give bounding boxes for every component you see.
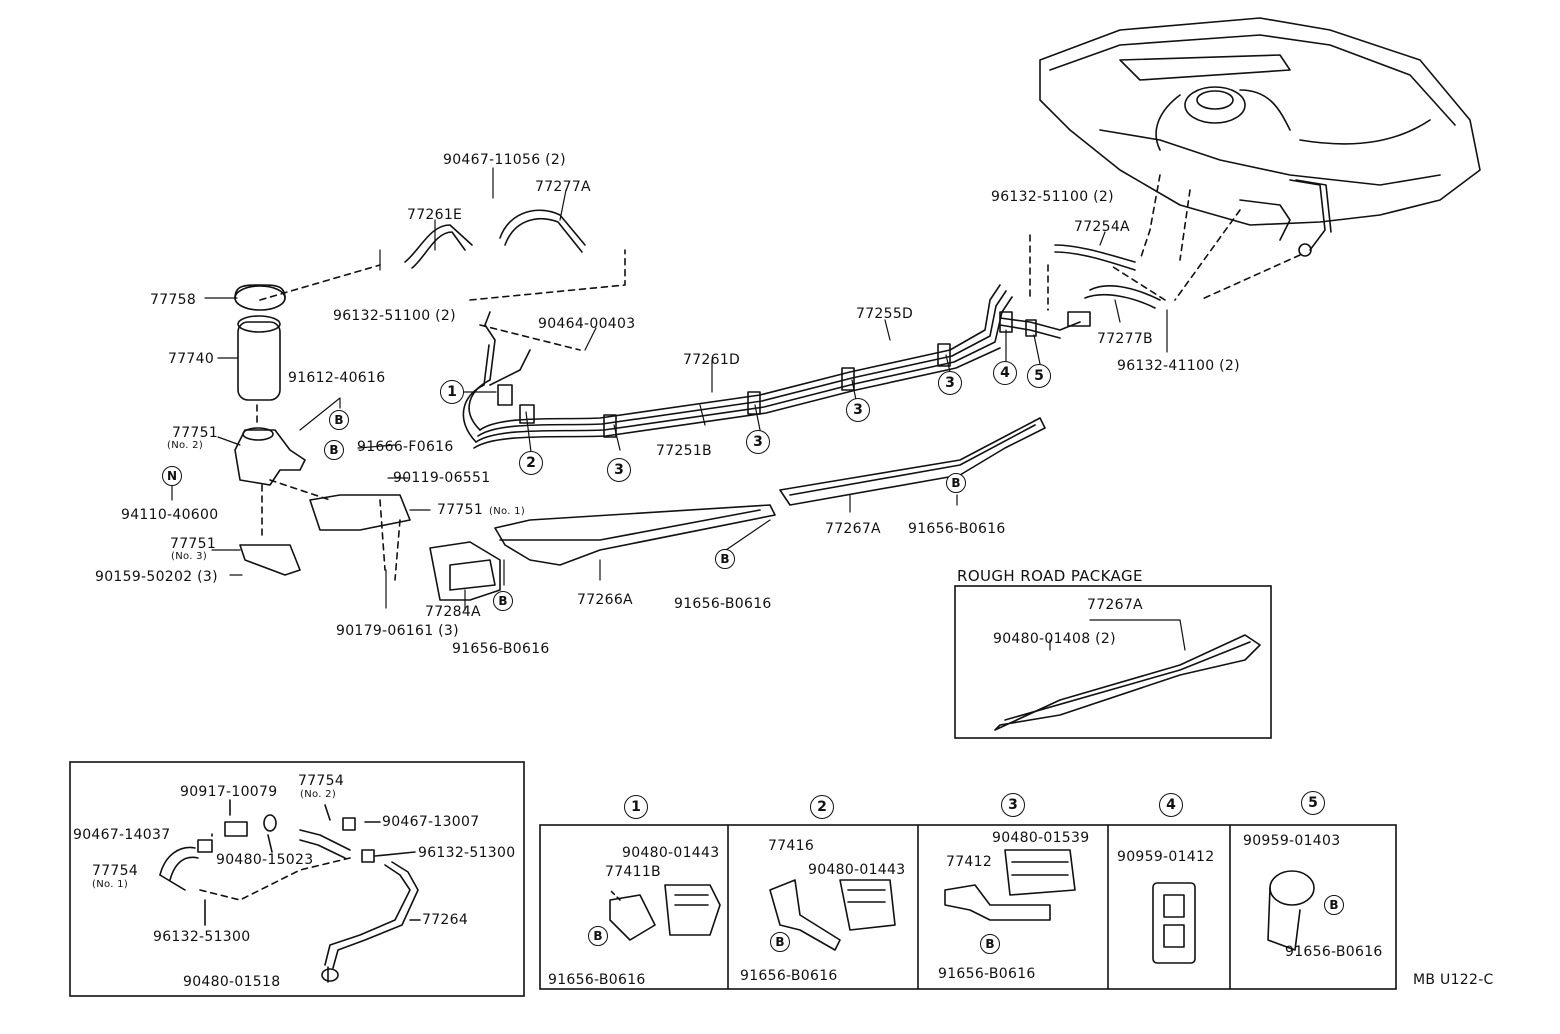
callout-1: 1 [440,380,464,404]
part-90464-00403: 90464-00403 [538,316,636,332]
part-90119-06551: 90119-06551 [393,470,491,486]
part-91666-f0616: 91666-F0616 [357,439,454,455]
detail-3-part-90480-01539: 90480-01539 [992,830,1090,846]
hose-part-90467-14037: 90467-14037 [73,827,171,843]
part-77261d: 77261D [683,352,741,368]
part-91656-b0616-c: 91656-B0616 [908,521,1006,537]
part-77751-no1: 77751 [437,502,484,518]
part-77277b: 77277B [1097,331,1153,347]
detail-1-part-90480-01443: 90480-01443 [622,845,720,861]
detail-2-part-91656-b0616: 91656-B0616 [740,968,838,984]
part-91656-b0616-a: 91656-B0616 [452,641,550,657]
hose-part-77754-no1-note: (No. 1) [92,879,129,890]
part-77751-no1-note: (No. 1) [489,506,526,517]
part-96132-41100: 96132-41100 (2) [1117,358,1240,374]
part-77266a: 77266A [577,592,633,608]
part-91612-40616: 91612-40616 [288,370,386,386]
detail-1-part-77411b: 77411B [605,864,661,880]
rough-road-part-90480-01408: 90480-01408 (2) [993,631,1116,647]
detail-5-callout-b: B [1324,895,1344,915]
canister-drawing [234,209,1166,581]
clamp-details-frame [539,824,1397,990]
detail-2-number: 2 [810,795,834,819]
rough-road-frame [954,585,1272,739]
callout-b-91666: B [324,440,344,460]
part-96132-51100-b: 96132-51100 (2) [991,189,1114,205]
part-91656-b0616-b: 91656-B0616 [674,596,772,612]
callout-5: 5 [1027,364,1051,388]
part-77267a: 77267A [825,521,881,537]
rough-road-package-title: ROUGH ROAD PACKAGE [957,567,1143,585]
hose-part-96132-51300-b: 96132-51300 [153,929,251,945]
fuel-tank-drawing [1039,17,1481,301]
part-94110-40600: 94110-40600 [121,507,219,523]
detail-4-number: 4 [1159,793,1183,817]
detail-5-part-91656-b0616: 91656-B0616 [1285,944,1383,960]
part-96132-51100-a: 96132-51100 (2) [333,308,456,324]
hose-part-77754-no1: 77754 [92,863,139,879]
hose-part-90467-13007: 90467-13007 [382,814,480,830]
callout-3-a: 3 [607,458,631,482]
callout-b-77266a: B [715,549,735,569]
callout-4: 4 [993,361,1017,385]
hose-inset-drawing [159,799,421,983]
part-77254a: 77254A [1074,219,1130,235]
part-90179-06161: 90179-06161 (3) [336,623,459,639]
diagram-code: MB U122-C [1413,972,1494,988]
detail-3-callout-b: B [980,934,1000,954]
hose-part-90480-01518: 90480-01518 [183,974,281,990]
detail-4-part-90959-01412: 90959-01412 [1117,849,1215,865]
part-90467-11056: 90467-11056 (2) [443,152,566,168]
detail-3-number: 3 [1001,793,1025,817]
part-77751-no3: 77751 [170,536,217,552]
callout-b-77267a: B [946,473,966,493]
callout-3-d: 3 [938,371,962,395]
detail-5-part-90959-01403: 90959-01403 [1243,833,1341,849]
fuel-lines-drawing [462,284,1091,449]
protector-drawing [429,417,1261,731]
part-77758: 77758 [150,292,197,308]
hose-part-77754-no2-note: (No. 2) [300,789,337,800]
detail-3-part-91656-b0616: 91656-B0616 [938,966,1036,982]
part-77251b: 77251B [656,443,712,459]
part-77255d: 77255D [856,306,914,322]
callout-2: 2 [519,451,543,475]
hose-part-77754-no2: 77754 [298,773,345,789]
hose-inset-frame [69,761,525,997]
part-77751-no3-note: (No. 3) [171,551,208,562]
detail-5-number: 5 [1301,791,1325,815]
part-77740: 77740 [168,351,215,367]
part-77751-no2: 77751 [172,425,219,441]
part-77261e: 77261E [407,207,463,223]
callout-3-b: 3 [746,430,770,454]
part-77751-no2-note: (No. 2) [167,440,204,451]
part-77284a: 77284A [425,604,481,620]
detail-1-part-91656-b0616: 91656-B0616 [548,972,646,988]
callout-b-77284a: B [493,591,513,611]
hose-part-96132-51300-a: 96132-51300 [418,845,516,861]
detail-2-callout-b: B [770,932,790,952]
part-77277a: 77277A [535,179,591,195]
hose-part-90917-10079: 90917-10079 [180,784,278,800]
detail-2-part-90480-01443: 90480-01443 [808,862,906,878]
part-90159-50202: 90159-50202 (3) [95,569,218,585]
leader-lines [171,167,1186,651]
detail-1-callout-b: B [588,926,608,946]
detail-2-part-77416: 77416 [768,838,815,854]
hose-part-77264: 77264 [422,912,469,928]
rough-road-part-77267a: 77267A [1087,597,1143,613]
clamp-details-drawing [609,849,1315,964]
callout-n: N [162,466,182,486]
detail-3-part-77412: 77412 [946,854,993,870]
detail-1-number: 1 [624,795,648,819]
hose-part-90480-15023: 90480-15023 [216,852,314,868]
callout-b-91612: B [329,410,349,430]
callout-3-c: 3 [846,398,870,422]
